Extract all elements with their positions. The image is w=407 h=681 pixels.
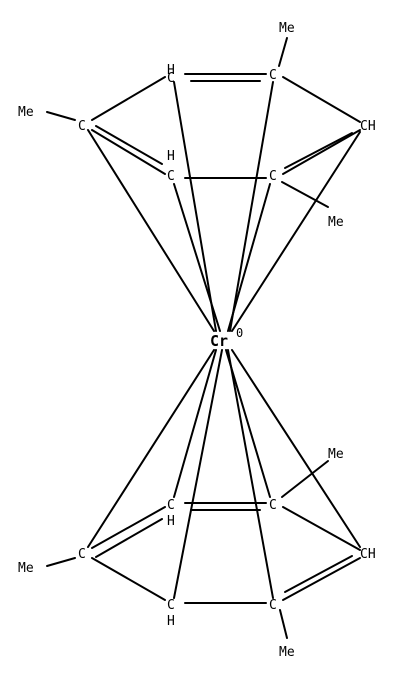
methyl-top-c2: Me bbox=[279, 21, 295, 36]
bond-top-me-c2 bbox=[278, 37, 288, 67]
atom-bottom-c4: C bbox=[269, 598, 277, 613]
bottom-ring-bonds bbox=[46, 460, 361, 639]
atom-top-c3: CH bbox=[360, 119, 376, 134]
bond-top-c5-c6 bbox=[91, 129, 166, 175]
metal-bond-top-c4 bbox=[227, 183, 271, 332]
atom-bottom-c5: C bbox=[167, 598, 175, 613]
methyl-top-c4: Me bbox=[328, 215, 344, 230]
methyl-bottom-c2: Me bbox=[328, 447, 344, 462]
metal-bond-top-c6 bbox=[87, 129, 215, 332]
atom-top-c1: C bbox=[167, 71, 175, 86]
metal-bond-top-c1 bbox=[173, 81, 217, 332]
bond-bottom-c6-c1 bbox=[91, 506, 166, 549]
atom-bottom-c6: C bbox=[78, 547, 86, 562]
atom-bottom-c2: C bbox=[269, 498, 277, 513]
metal-bond-bottom-c3 bbox=[231, 349, 361, 548]
bottom-ring-labels: C H C Me CH C Me C H C Me bbox=[18, 447, 376, 660]
metal-bond-bottom-c6 bbox=[87, 349, 215, 548]
metal-bond-top-c2 bbox=[229, 81, 274, 332]
bond-bottom-c3-c4 bbox=[282, 557, 361, 601]
bond-bottom-me-c6 bbox=[46, 557, 76, 567]
atom-top-c6: C bbox=[78, 119, 86, 134]
metal-charge: 0 bbox=[236, 326, 243, 340]
atom-bottom-c5-h: H bbox=[167, 614, 175, 629]
metal-bond-top-c5 bbox=[173, 183, 221, 332]
top-ring-bonds bbox=[46, 37, 361, 208]
bond-bottom-c2-c3 bbox=[282, 506, 361, 551]
atom-bottom-c3: CH bbox=[360, 547, 376, 562]
bond-top-c2-c3 bbox=[282, 76, 361, 123]
atom-top-c2: C bbox=[269, 68, 277, 83]
bond-top-c3-c4 bbox=[282, 129, 361, 175]
top-ring-labels: H C C Me CH C Me H C C Me bbox=[18, 21, 376, 230]
bond-top-c6-c1 bbox=[91, 76, 166, 121]
atom-top-c5: C bbox=[167, 169, 175, 184]
bottom-ring-to-metal-bonds bbox=[87, 349, 361, 599]
metal-symbol: Cr bbox=[210, 332, 228, 350]
atom-bottom-c1: C bbox=[167, 498, 175, 513]
metal-bond-top-c3 bbox=[231, 131, 361, 332]
metal-bond-bottom-c1 bbox=[173, 349, 217, 498]
atom-top-c5-h: H bbox=[167, 149, 175, 164]
bond-top-c5-c6-double bbox=[95, 125, 163, 165]
bond-bottom-me-c2 bbox=[281, 460, 329, 498]
metal-center: Cr 0 bbox=[210, 326, 243, 350]
bond-bottom-c3-c4-double bbox=[284, 555, 353, 593]
atom-bottom-c1-h: H bbox=[167, 514, 175, 529]
methyl-bottom-c4: Me bbox=[279, 645, 295, 660]
metal-bond-bottom-c4 bbox=[227, 349, 274, 599]
bond-top-c3-c4-double bbox=[284, 132, 353, 169]
bond-bottom-c5-c6 bbox=[91, 557, 166, 601]
methyl-top-c6: Me bbox=[18, 105, 34, 120]
bond-bottom-c6-c1-double bbox=[95, 518, 163, 558]
bond-top-me-c4 bbox=[281, 181, 329, 208]
top-ring-to-metal-bonds bbox=[87, 81, 361, 332]
methyl-bottom-c6: Me bbox=[18, 561, 34, 576]
metal-bond-bottom-c5 bbox=[173, 349, 223, 599]
atom-top-c1-h: H bbox=[167, 63, 175, 78]
bond-top-me-c6 bbox=[46, 111, 76, 121]
bond-bottom-me-c4 bbox=[279, 609, 288, 639]
atom-top-c4: C bbox=[269, 169, 277, 184]
